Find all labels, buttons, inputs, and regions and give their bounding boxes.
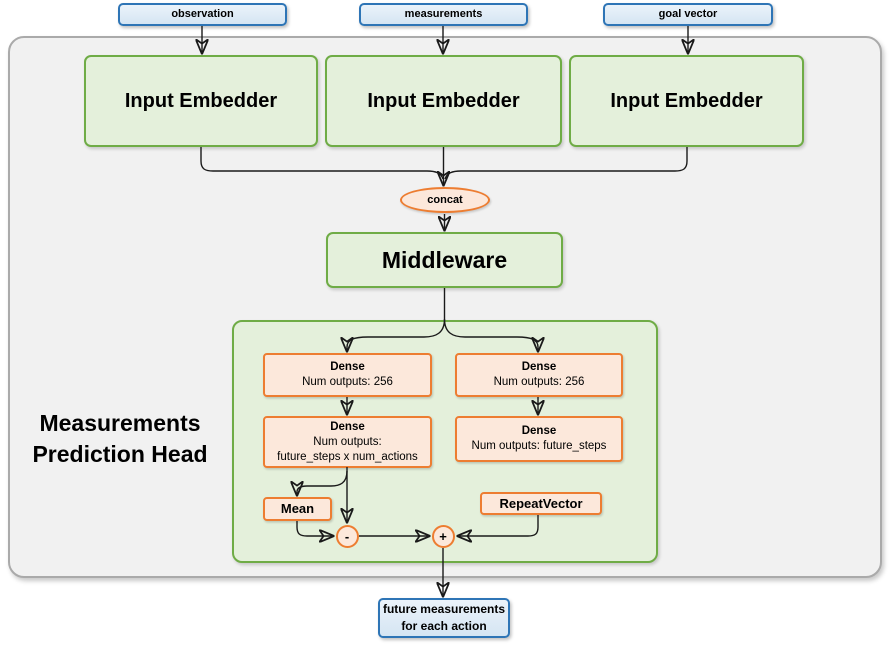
dense-right-1-title: Dense <box>521 361 557 373</box>
prediction-head-title-line1: Measurements <box>39 410 201 436</box>
dense-left-1-subtitle: Num outputs: 256 <box>302 376 393 388</box>
input-embedder-1: Input Embedder <box>84 55 318 147</box>
dense-left-1-title: Dense <box>330 361 365 373</box>
middleware-node: Middleware <box>326 232 563 288</box>
input-node-observation-label: observation <box>171 8 234 20</box>
repeat-vector-label: RepeatVector <box>499 495 583 511</box>
dense-right-1-subtitle: Num outputs: 256 <box>493 376 585 388</box>
concat-node: concat <box>400 187 490 213</box>
input-embedder-2-label: Input Embedder <box>367 89 520 112</box>
add-operator-node: + <box>431 524 455 548</box>
dense-right-2: Dense Num outputs: future_steps <box>455 416 623 462</box>
output-label-line2: for each action <box>401 619 487 633</box>
input-embedder-2: Input Embedder <box>325 55 562 147</box>
dense-left-2-subtitle2: future_steps x num_actions <box>277 450 418 463</box>
mean-node: Mean <box>263 497 332 521</box>
middleware-label: Middleware <box>381 246 508 273</box>
output-node: future measurements for each action <box>378 598 510 638</box>
dense-left-2-subtitle1: Num outputs: <box>313 435 382 448</box>
prediction-head-title-line2: Prediction Head <box>32 441 208 467</box>
input-node-goal-vector-label: goal vector <box>658 8 718 20</box>
input-embedder-3: Input Embedder <box>569 55 804 147</box>
subtract-operator-node: - <box>335 524 359 548</box>
input-embedder-1-label: Input Embedder <box>124 89 278 112</box>
repeat-vector-node: RepeatVector <box>480 492 602 515</box>
dense-right-1: Dense Num outputs: 256 <box>455 353 623 397</box>
add-operator-label: + <box>439 528 447 544</box>
dense-right-2-title: Dense <box>521 425 557 437</box>
prediction-head-title: Measurements Prediction Head <box>18 408 222 470</box>
dense-left-1: Dense Num outputs: 256 <box>263 353 432 397</box>
concat-label: concat <box>427 194 463 206</box>
dense-left-2: Dense Num outputs: future_steps x num_ac… <box>263 416 432 468</box>
subtract-operator-label: - <box>344 528 350 544</box>
input-embedder-3-label: Input Embedder <box>610 89 763 112</box>
input-node-goal-vector: goal vector <box>603 3 773 26</box>
mean-label: Mean <box>280 501 315 516</box>
input-node-measurements: measurements <box>359 3 528 26</box>
input-node-measurements-label: measurements <box>404 8 483 20</box>
dense-right-2-subtitle: Num outputs: future_steps <box>471 440 607 452</box>
input-node-observation: observation <box>118 3 287 26</box>
output-label-line1: future measurements <box>382 602 506 616</box>
dense-left-2-title: Dense <box>330 420 365 433</box>
